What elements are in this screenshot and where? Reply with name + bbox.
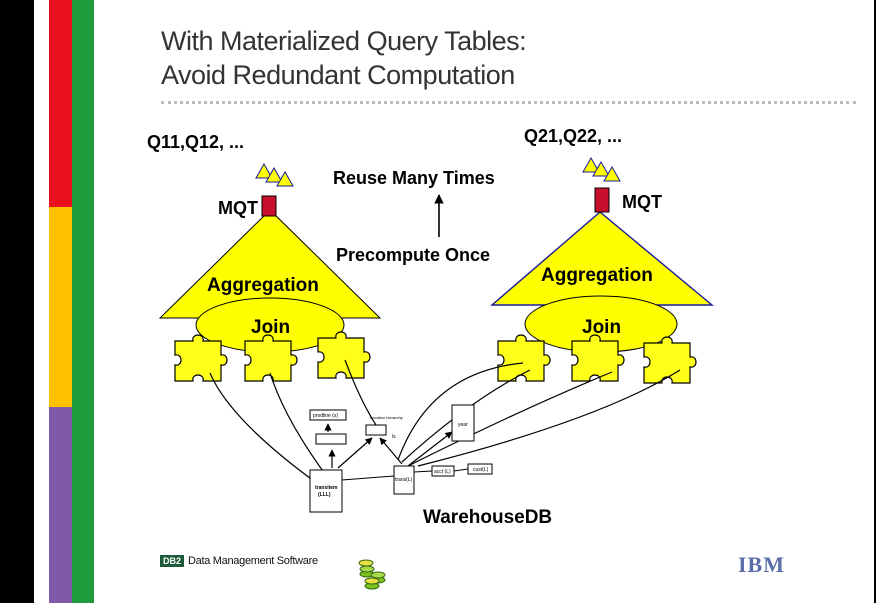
prodline-box <box>309 409 347 421</box>
green-bar <box>72 0 94 603</box>
left-join-label: Join <box>251 317 290 338</box>
right-query-icons <box>582 156 621 182</box>
yellow-bar <box>49 207 72 407</box>
footer-product-name: Data Management Software <box>188 555 318 567</box>
left-queries-label: Q11,Q12, ... <box>147 132 244 152</box>
warehouse-label: WarehouseDB <box>423 507 552 528</box>
right-puzzle-piece-1 <box>497 334 551 382</box>
db2-logo: DB2 <box>160 555 185 567</box>
schema-diagram: prodline (s) Location hierarchy ls year … <box>309 404 493 513</box>
reuse-label: Reuse Many Times <box>333 168 495 188</box>
purple-bar <box>49 407 72 603</box>
location-label: Location hierarchy <box>370 415 403 420</box>
cust-label: cust(L) <box>473 467 489 473</box>
right-mqt-box <box>594 187 610 213</box>
trans-label: trans(L) <box>395 477 413 483</box>
location-box <box>365 424 387 436</box>
footer-brand: DB2 Data Management Software <box>160 555 318 567</box>
red-bar <box>49 0 72 207</box>
right-join-label: Join <box>582 317 621 338</box>
right-queries-label: Q21,Q22, ... <box>524 126 622 146</box>
coins-icon <box>358 559 386 590</box>
left-puzzle-piece-1 <box>174 334 228 382</box>
title-line-2: Avoid Redundant Computation <box>161 60 515 90</box>
ls-label: ls <box>392 434 396 440</box>
precompute-label: Precompute Once <box>336 245 490 265</box>
left-mqt-box <box>261 195 277 217</box>
right-aggregation-triangle <box>490 211 714 306</box>
left-query-icons <box>255 162 294 187</box>
title-divider <box>161 101 856 104</box>
trans-box <box>393 465 415 495</box>
title-line-1: With Materialized Query Tables: <box>161 26 527 56</box>
left-puzzle-piece-2 <box>244 334 298 382</box>
transitem-box <box>309 469 343 513</box>
right-puzzle-piece-2 <box>571 334 625 382</box>
ibm-logo: IBM <box>738 552 785 577</box>
prodline-label: prodline (s) <box>313 413 338 419</box>
left-puzzle-piece-3 <box>317 331 371 379</box>
right-aggregation-label: Aggregation <box>541 265 653 286</box>
year-box <box>451 404 475 442</box>
transitem-sub-label: (LLL) <box>318 492 331 498</box>
acct-label: acct (L) <box>434 469 451 475</box>
slide-title: With Materialized Query Tables: Avoid Re… <box>161 24 527 92</box>
transitem-label: transitem <box>315 485 338 491</box>
left-aggregation-label: Aggregation <box>207 275 319 296</box>
connector-lines <box>209 359 681 485</box>
slide-page <box>34 0 874 603</box>
right-mqt-label: MQT <box>622 192 662 212</box>
left-mqt-label: MQT <box>218 198 258 218</box>
product-box <box>315 433 347 445</box>
year-label: year <box>458 422 468 428</box>
